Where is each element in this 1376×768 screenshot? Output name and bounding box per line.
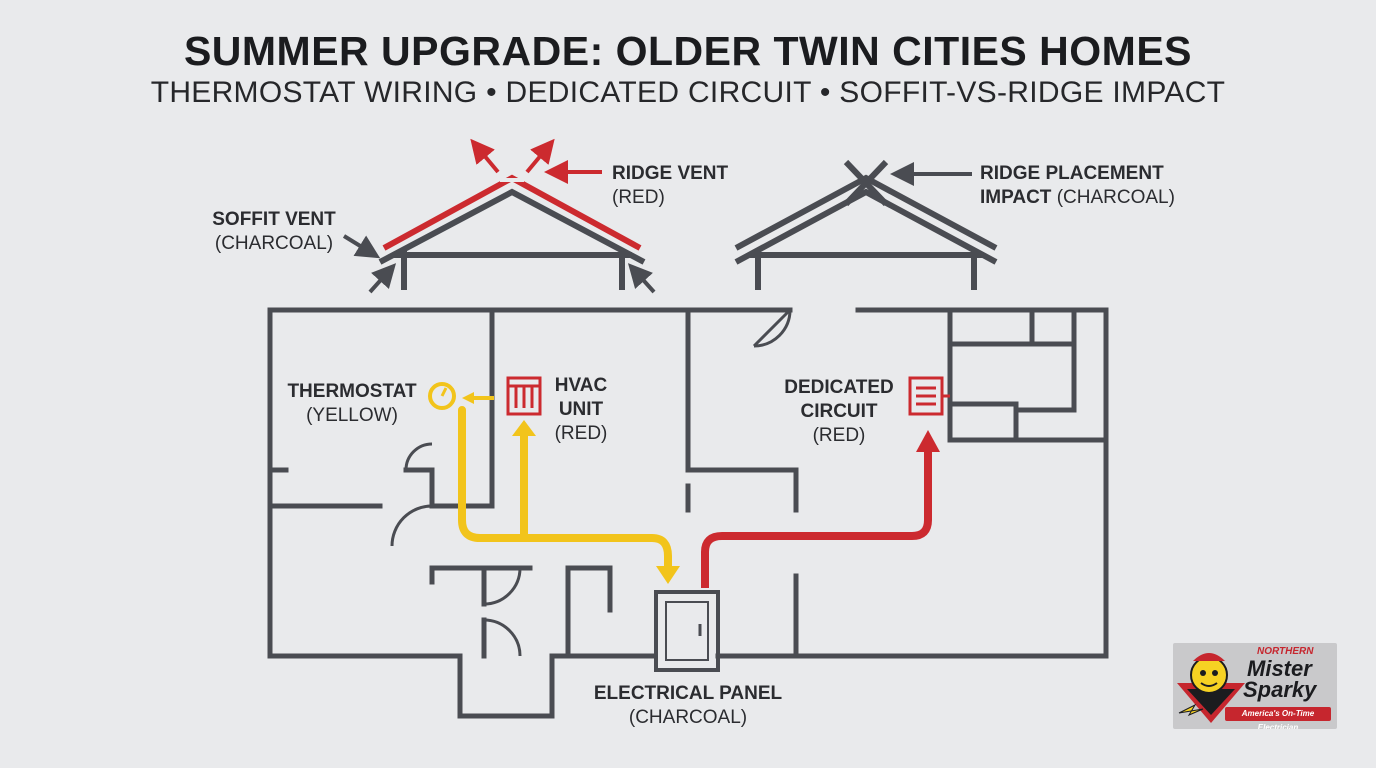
thermostat-name: THERMOSTAT bbox=[287, 381, 417, 402]
ridge-placement-color: (CHARCOAL) bbox=[1056, 187, 1175, 208]
mascot-icon bbox=[1177, 653, 1245, 723]
logo-brand-line2: Sparky bbox=[1243, 677, 1317, 702]
electrical-panel-color: (CHARCOAL) bbox=[628, 707, 748, 728]
hvac-name-2: UNIT bbox=[558, 399, 604, 420]
dedicated-circuit-icon bbox=[908, 376, 950, 416]
logo-northern: NORTHERN bbox=[1257, 646, 1314, 657]
ridge-placement-label: RIDGE PLACEMENT IMPACT (CHARCOAL) bbox=[980, 162, 1175, 210]
yellow-arrow-to-hvac bbox=[512, 420, 536, 436]
hvac-unit-label: HVAC UNIT (RED) bbox=[546, 374, 616, 446]
hvac-color: (RED) bbox=[554, 423, 608, 444]
door-swings bbox=[390, 308, 792, 657]
ridge-vent-color: (RED) bbox=[612, 187, 665, 208]
ridge-arrow-up-left bbox=[470, 138, 500, 174]
logo-tagline: America's On-Time Electrician bbox=[1225, 707, 1331, 729]
dedicated-circuit-name-1: DEDICATED bbox=[784, 377, 894, 398]
floor-plan-walls bbox=[267, 307, 1109, 719]
logo-brand-line1: Mister bbox=[1247, 656, 1312, 681]
red-arrow-to-circuit bbox=[916, 430, 940, 452]
ridge-placement-name-2: IMPACT bbox=[980, 187, 1052, 208]
x-mark-b bbox=[843, 159, 889, 207]
dedicated-circuit-wire bbox=[701, 448, 932, 588]
soffit-right-arrow bbox=[627, 263, 656, 294]
soffit-left-arrow bbox=[368, 263, 397, 294]
soffit-pointer-arrow bbox=[342, 234, 381, 259]
electrical-panel-icon bbox=[654, 590, 720, 672]
thermostat-wiring bbox=[458, 406, 672, 572]
right-roof bbox=[734, 159, 998, 290]
ridge-vent-label: RIDGE VENT (RED) bbox=[612, 162, 728, 210]
ridge-placement-name-1: RIDGE PLACEMENT bbox=[980, 163, 1164, 184]
page-subtitle: THERMOSTAT WIRING • DEDICATED CIRCUIT • … bbox=[150, 76, 1226, 109]
thermostat-icon bbox=[428, 382, 456, 410]
hvac-unit-icon bbox=[506, 376, 542, 416]
soffit-vent-arrows bbox=[342, 234, 656, 294]
page-title: SUMMER UPGRADE: OLDER TWIN CITIES HOMES bbox=[183, 28, 1193, 74]
yellow-wire-main bbox=[458, 406, 672, 572]
ridge-arrow-up-right bbox=[525, 138, 555, 174]
roof-line-charcoal bbox=[378, 188, 646, 265]
dedicated-circuit-name-2: CIRCUIT bbox=[800, 401, 878, 422]
left-roof bbox=[378, 174, 646, 290]
dedicated-circuit-label: DEDICATED CIRCUIT (RED) bbox=[772, 376, 906, 448]
hvac-name-1: HVAC bbox=[554, 375, 608, 396]
ridge-vent-name: RIDGE VENT bbox=[612, 163, 729, 184]
electrical-panel-label: ELECTRICAL PANEL (CHARCOAL) bbox=[580, 682, 796, 730]
soffit-vent-name: SOFFIT VENT bbox=[212, 209, 336, 230]
thermostat-color: (YELLOW) bbox=[306, 405, 398, 426]
soffit-vent-color: (CHARCOAL) bbox=[214, 233, 334, 254]
thermostat-label: THERMOSTAT (YELLOW) bbox=[270, 380, 434, 428]
dedicated-circuit-color: (RED) bbox=[812, 425, 866, 446]
door-swing-top bbox=[753, 309, 792, 348]
mister-sparky-logo: NORTHERN Mister Sparky America's On-Time… bbox=[1173, 643, 1337, 729]
electrical-panel-name: ELECTRICAL PANEL bbox=[593, 683, 783, 704]
soffit-vent-label: SOFFIT VENT (CHARCOAL) bbox=[200, 208, 348, 256]
ridge-vent-arrows bbox=[470, 138, 602, 184]
yellow-arrow-to-panel bbox=[656, 566, 680, 584]
